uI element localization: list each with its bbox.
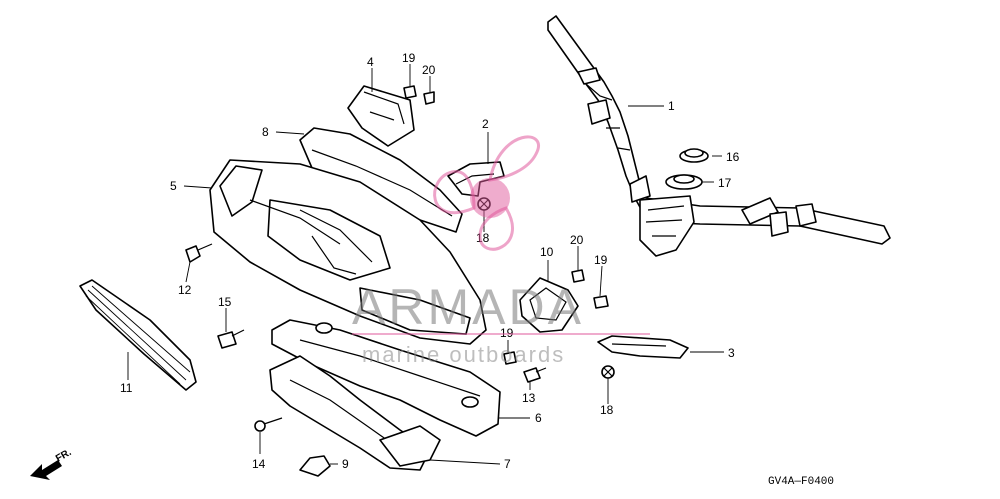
callout-3: 3: [728, 346, 735, 360]
grommet-17: [665, 174, 703, 190]
callout-8: 8: [262, 125, 269, 139]
callout-19-upper: 19: [402, 51, 416, 65]
cap-part-9: [299, 455, 331, 477]
callout-19-right: 19: [594, 253, 608, 267]
callout-20-upper: 20: [422, 63, 436, 77]
callout-15: 15: [218, 295, 232, 309]
lens-part-10: [519, 277, 579, 333]
watermark-brand: ARMADA: [352, 279, 584, 335]
callout-13: 13: [522, 391, 536, 405]
propeller-logo: [433, 135, 540, 251]
stay-part-2: [447, 161, 505, 197]
callout-labels: 1 2 3 4 5 6 7 8 9 10 11 12 13 14 15 16 1…: [120, 51, 740, 471]
callout-2: 2: [482, 117, 489, 131]
callout-16: 16: [726, 150, 740, 164]
callout-14: 14: [252, 457, 266, 471]
front-cover-part-5: [209, 159, 487, 345]
callout-17: 17: [718, 176, 732, 190]
callout-12: 12: [178, 283, 192, 297]
callout-20-right: 20: [570, 233, 584, 247]
grille-part-11: [79, 279, 197, 391]
callout-6: 6: [535, 411, 542, 425]
callout-11: 11: [120, 381, 133, 395]
bolt-18-lower: [601, 365, 615, 379]
callout-10: 10: [540, 245, 554, 259]
bracket-part-4: [347, 85, 415, 147]
front-direction-label: FR.: [54, 447, 74, 465]
watermark-tagline: marine outboards: [362, 342, 565, 367]
callout-1: 1: [668, 99, 675, 113]
front-direction-arrow: FR.: [30, 447, 74, 480]
bolt-20-right: [571, 269, 585, 283]
diagram-code: GV4A—F0400: [768, 476, 834, 488]
bolt-19-upper: [403, 85, 417, 99]
leader-lines: [127, 64, 724, 465]
grommet-16: [679, 148, 709, 163]
screw-14: [254, 417, 283, 432]
bolt-19-lower: [503, 351, 517, 365]
handlebar-part: [547, 15, 891, 257]
bolt-19-right: [593, 295, 609, 309]
stay-part-3: [597, 335, 689, 359]
lower-cover-part-7: [269, 355, 441, 471]
watermark: ARMADA marine outboards: [352, 135, 650, 367]
bolt-20-upper: [423, 91, 435, 105]
callout-7: 7: [504, 457, 511, 471]
callout-9: 9: [342, 457, 349, 471]
callout-5: 5: [170, 179, 177, 193]
screw-13: [523, 367, 547, 383]
callout-18-lower: 18: [600, 403, 614, 417]
callout-4: 4: [367, 55, 374, 69]
screw-15: [217, 329, 245, 349]
screw-12: [185, 243, 213, 263]
